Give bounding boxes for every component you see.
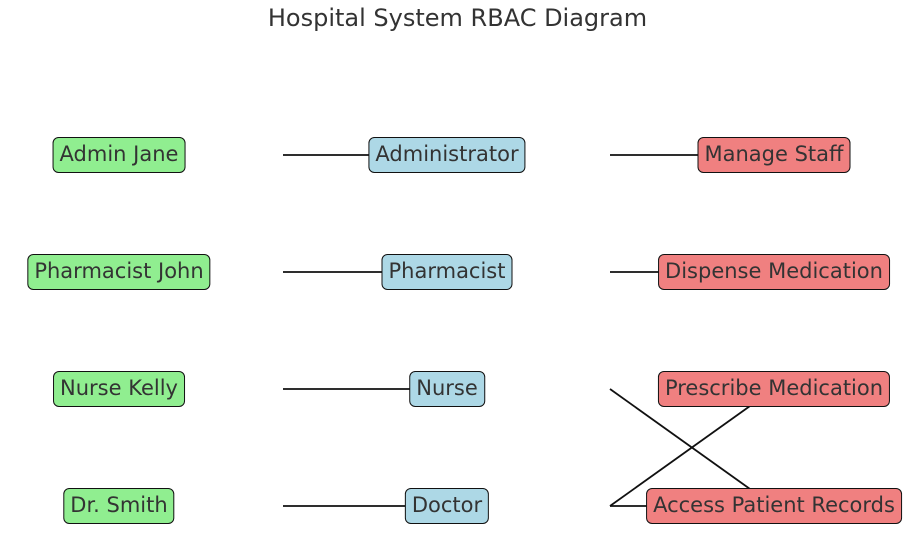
role-node-pharmacist: Pharmacist [381,254,513,290]
permission-label: Access Patient Records [653,493,895,517]
diagram-title: Hospital System RBAC Diagram [267,4,648,32]
edge-nurse-access-patient-records [609,388,751,490]
role-permission-edges [609,154,751,507]
permission-node-dispense-medication: Dispense Medication [658,254,890,290]
permission-label: Prescribe Medication [664,376,884,400]
user-node-dr-smith: Dr. Smith [63,488,175,524]
user-label: Pharmacist John [34,259,204,283]
user-role-edges [283,154,410,507]
permission-node-prescribe-medication: Prescribe Medication [657,371,891,407]
permission-node-manage-staff: Manage Staff [697,137,851,173]
permission-label: Dispense Medication [665,259,883,283]
role-node-doctor: Doctor [404,488,490,524]
role-label: Doctor [411,493,483,517]
user-node-nurse-kelly: Nurse Kelly [53,371,185,407]
user-node-pharmacist-john: Pharmacist John [27,254,211,290]
role-label: Administrator [375,142,519,166]
user-label: Nurse Kelly [60,376,178,400]
user-label: Dr. Smith [70,493,168,517]
role-label: Nurse [416,376,478,400]
user-label: Admin Jane [59,142,179,166]
permission-node-access-patient-records: Access Patient Records [646,488,902,524]
role-label: Pharmacist [388,259,506,283]
permission-label: Manage Staff [704,142,844,166]
user-node-admin-jane: Admin Jane [52,137,186,173]
edge-doctor-prescribe-medication [609,405,751,507]
role-node-administrator: Administrator [368,137,526,173]
role-node-nurse: Nurse [409,371,485,407]
